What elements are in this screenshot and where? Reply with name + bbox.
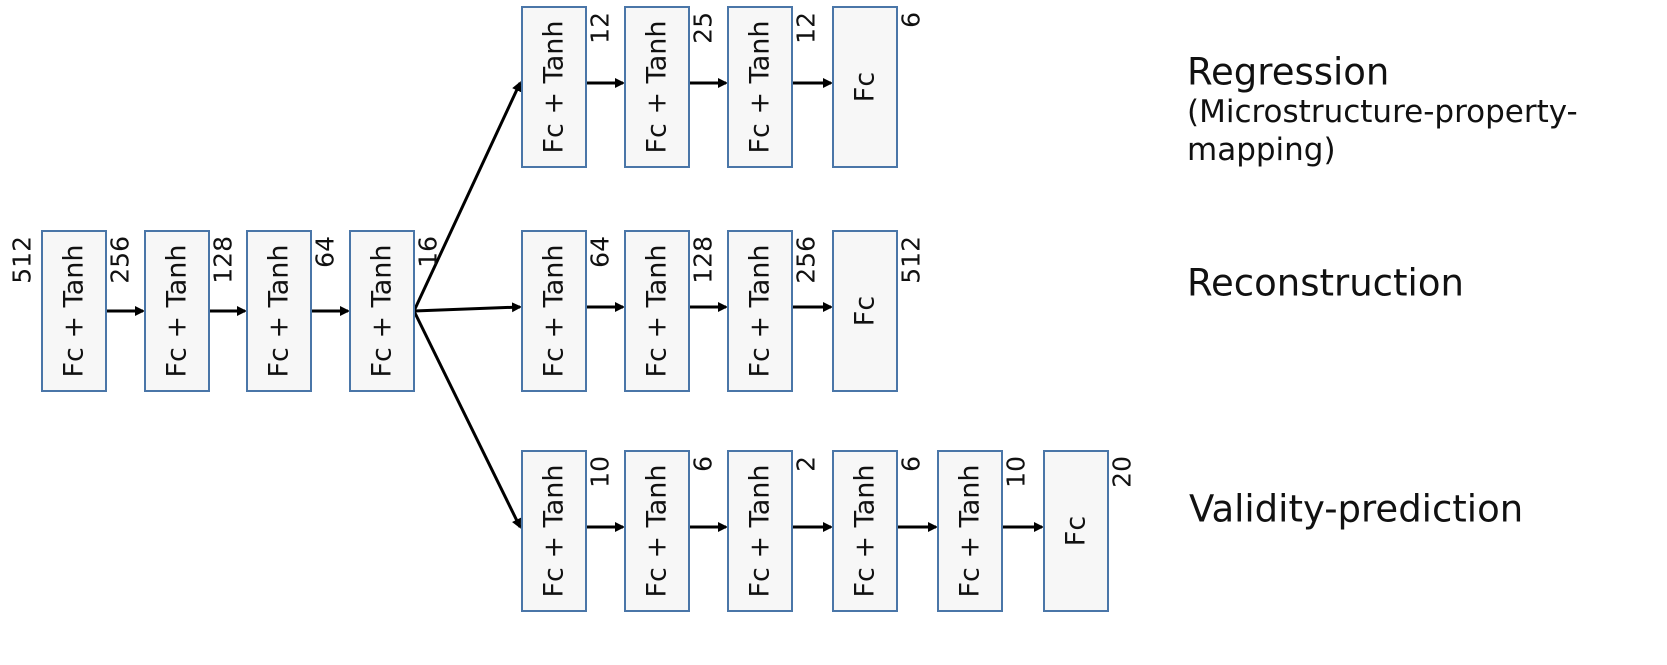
layer-label: Fc + Tanh (264, 245, 295, 378)
flow-arrow (413, 302, 522, 313)
branch-subtitle: mapping) (1187, 132, 1336, 168)
layer-label: Fc + Tanh (59, 245, 90, 378)
branch-layer (832, 6, 898, 168)
branch-layer (521, 450, 587, 612)
dimension-labels: 256 128 64 16 512 12 25 12 6 64 128 256 512 10 6 2 6 10 20 (8, 12, 1137, 488)
layer-label: Fc + Tanh (367, 245, 398, 378)
branch-layer (624, 450, 690, 612)
branch-layer (521, 230, 587, 392)
dimension-label: 6 (897, 456, 926, 472)
layer-label: Fc + Tanh (642, 21, 673, 154)
dimension-label: 16 (414, 236, 443, 268)
encoder-layer (41, 230, 107, 392)
branch-layer (624, 230, 690, 392)
layer-label: Fc + Tanh (642, 245, 673, 378)
branch-subtitle: (Microstructure-property- (1187, 94, 1578, 130)
flow-arrow (412, 81, 522, 312)
branch-layer (1043, 450, 1109, 612)
encoder-layer (349, 230, 415, 392)
dimension-label: 10 (586, 456, 615, 488)
layer-label: Fc (850, 72, 881, 102)
dimension-label: 128 (689, 236, 718, 284)
layer-label: Fc + Tanh (745, 245, 776, 378)
layer-label: Fc + Tanh (539, 465, 570, 598)
branch-layer (727, 450, 793, 612)
dimension-label: 10 (1002, 456, 1031, 488)
layer-label: Fc + Tanh (745, 21, 776, 154)
dimension-label: 64 (586, 236, 615, 268)
encoder-layer (246, 230, 312, 392)
layer-label: Fc + Tanh (745, 465, 776, 598)
dimension-label: 128 (209, 236, 238, 284)
branch-layer (832, 450, 898, 612)
dimension-label: 2 (792, 456, 821, 472)
layer-label: Fc + Tanh (850, 465, 881, 598)
layers-group: Fc + Tanh Fc + Tanh Fc + Tanh Fc + Tanh Fc +… (41, 6, 1109, 612)
flow-arrow (412, 310, 522, 529)
layer-label: Fc + Tanh (642, 465, 673, 598)
dimension-label: 512 (8, 236, 37, 284)
dimension-label: 512 (897, 236, 926, 284)
branch-title: Reconstruction (1187, 262, 1464, 305)
layer-label: Fc + Tanh (955, 465, 986, 598)
dimension-label: 20 (1108, 456, 1137, 488)
layer-label: Fc + Tanh (539, 245, 570, 378)
dimension-label: 6 (689, 456, 718, 472)
dimension-label: 256 (106, 236, 135, 284)
layer-label: Fc (1061, 516, 1092, 546)
dimension-label: 256 (792, 236, 821, 284)
branch-layer (727, 230, 793, 392)
dimension-label: 12 (792, 12, 821, 44)
dimension-label: 12 (586, 12, 615, 44)
branch-layer (624, 6, 690, 168)
branch-layer (727, 6, 793, 168)
dimension-label: 25 (689, 12, 718, 44)
branch-title: Validity-prediction (1189, 488, 1523, 531)
branch-layer (832, 230, 898, 392)
layer-label: Fc (850, 296, 881, 326)
arrows-layer (106, 78, 1044, 532)
branch-titles: Regression(Microstructure-property-mappi… (1187, 51, 1578, 531)
branch-layer (521, 6, 587, 168)
dimension-label: 64 (311, 236, 340, 268)
encoder-layer (144, 230, 210, 392)
dimension-label: 6 (897, 12, 926, 28)
layer-label: Fc + Tanh (162, 245, 193, 378)
layer-label: Fc + Tanh (539, 21, 570, 154)
branch-title: Regression (1187, 51, 1389, 94)
branch-layer (937, 450, 1003, 612)
